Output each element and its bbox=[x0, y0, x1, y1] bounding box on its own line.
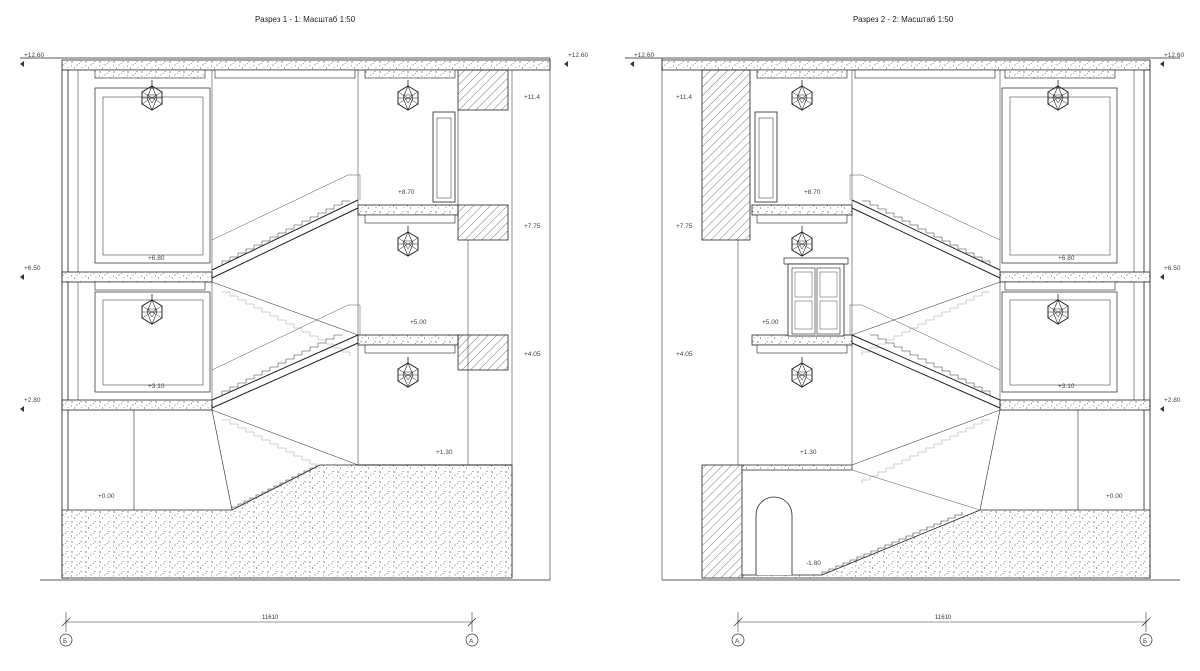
level-label: +6.80 bbox=[1058, 255, 1075, 262]
chandelier-icon bbox=[791, 225, 813, 257]
section-title-2: Разрез 2 - 2: Масштаб 1:50 bbox=[853, 15, 954, 24]
level-label: +2.80 bbox=[24, 397, 41, 404]
chandelier-icon bbox=[141, 79, 163, 111]
axis-bubble-icon: Б bbox=[63, 638, 67, 645]
section-1-drawing bbox=[20, 57, 551, 581]
chandelier-icon bbox=[397, 356, 419, 388]
level-label: +6.50 bbox=[1164, 265, 1181, 272]
level-label: +0.00 bbox=[1106, 493, 1123, 500]
chandelier-icon bbox=[141, 293, 163, 325]
level-label: +4.05 bbox=[524, 351, 541, 358]
axis-bubble-icon: A bbox=[469, 638, 474, 645]
chandelier-icon bbox=[791, 79, 813, 111]
section-2-dimension: 11610 A Б bbox=[731, 612, 1153, 647]
level-label: +0.00 bbox=[98, 493, 115, 500]
level-label: +3.10 bbox=[148, 383, 165, 390]
chandelier-icon bbox=[791, 356, 813, 388]
level-label: +5.00 bbox=[410, 319, 427, 326]
section-2-levels: +12.60 +12.60 +6.50 +2.80 +11.4 +8.70 +7… bbox=[630, 52, 1184, 567]
level-label: +8.70 bbox=[804, 189, 821, 196]
level-label: +1.30 bbox=[436, 449, 453, 456]
axis-bubble-icon: Б bbox=[1143, 638, 1147, 645]
level-label: +5.00 bbox=[762, 319, 779, 326]
axis-bubble-icon: A bbox=[735, 638, 740, 645]
level-label: +12.60 bbox=[1164, 52, 1184, 59]
level-label: +7.75 bbox=[676, 223, 693, 230]
dimension-value: 11610 bbox=[935, 615, 952, 621]
level-label: +12.60 bbox=[568, 52, 588, 59]
level-label: +3.10 bbox=[1058, 383, 1075, 390]
section-1-levels: +12.60 +6.50 +2.80 +12.60 +11.4 +8.70 +7… bbox=[20, 52, 588, 500]
section-1-dimension: 11610 Б A bbox=[59, 612, 479, 647]
level-label: +7.75 bbox=[524, 223, 541, 230]
level-label: +11.4 bbox=[524, 94, 540, 101]
chandelier-icon bbox=[397, 79, 419, 111]
chandelier-icon bbox=[397, 225, 419, 257]
level-label: +6.80 bbox=[148, 255, 165, 262]
level-label: +12.60 bbox=[24, 52, 44, 59]
section-title-1: Разрез 1 - 1: Масштаб 1:50 bbox=[255, 15, 356, 24]
dimension-value: 11610 bbox=[262, 615, 279, 621]
level-label: +4.05 bbox=[676, 351, 693, 358]
level-label: +6.50 bbox=[24, 265, 41, 272]
level-label: +11.4 bbox=[676, 94, 692, 101]
level-label: -1.80 bbox=[806, 560, 821, 567]
level-label: +12.60 bbox=[634, 52, 654, 59]
chandelier-icon bbox=[1047, 79, 1069, 111]
door-icon bbox=[783, 257, 849, 337]
level-label: +2.80 bbox=[1164, 397, 1181, 404]
chandelier-icon bbox=[1047, 293, 1069, 325]
level-label: +8.70 bbox=[398, 189, 415, 196]
section-2-drawing bbox=[625, 57, 1180, 581]
level-label: +1.30 bbox=[800, 449, 817, 456]
